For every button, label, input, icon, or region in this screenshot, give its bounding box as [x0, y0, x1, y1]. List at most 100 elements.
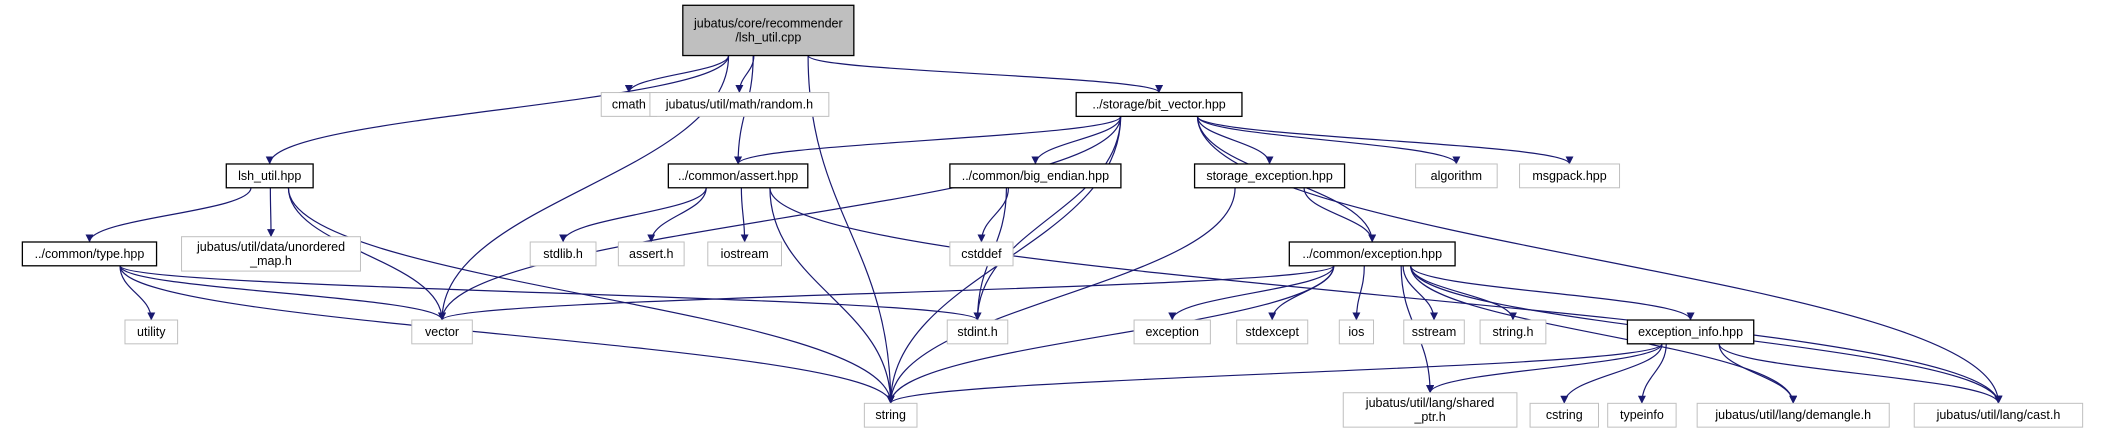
node-vector: vector: [411, 319, 473, 345]
node-label: jubatus/util/lang/cast.h: [1936, 408, 2061, 422]
node-box: [682, 4, 855, 57]
node-label: ../common/assert.hpp: [678, 169, 798, 183]
node-label: jubatus/util/math/random.h: [665, 97, 813, 111]
node-label: _ptr.h: [1413, 410, 1445, 424]
edge-exchpp-to-string: [886, 265, 1335, 404]
node-algorithm: algorithm: [1415, 163, 1498, 189]
node-label: vector: [425, 325, 459, 339]
node-box: [707, 241, 782, 267]
node-root: jubatus/core/recommender/lsh_util.cpp: [682, 4, 855, 57]
edge-typehpp-to-string: [119, 265, 895, 404]
node-label: algorithm: [1431, 169, 1482, 183]
edge-bitvec-to-msgpack: [1196, 115, 1574, 165]
edge-typehpp-to-stdint: [119, 265, 982, 321]
node-label: exception: [1145, 325, 1199, 339]
node-bitvec: ../storage/bit_vector.hpp: [1075, 91, 1243, 118]
node-label: ../storage/bit_vector.hpp: [1092, 97, 1225, 111]
node-label: cmath: [612, 97, 646, 111]
node-layer: jubatus/core/recommender/lsh_util.cppcma…: [21, 4, 2084, 428]
node-label: ios: [1348, 325, 1364, 339]
edge-storexc-to-string: [886, 187, 1236, 404]
node-box: [1288, 241, 1456, 267]
node-asserth: assert.h: [617, 241, 685, 267]
edge-typehpp-to-vector: [119, 265, 446, 321]
node-label: _map.h: [249, 254, 292, 268]
edge-bitvec-to-vector: [438, 116, 1122, 321]
node-box: [1338, 319, 1375, 345]
node-label: sstream: [1412, 325, 1456, 339]
node-label: iostream: [721, 247, 769, 261]
edge-bitvec-to-storexc: [1196, 116, 1274, 165]
node-box: [1075, 91, 1243, 118]
edge-lshhpp-to-string: [287, 187, 895, 404]
node-utility: utility: [124, 319, 179, 345]
node-sstream: sstream: [1403, 319, 1465, 345]
node-box: [946, 319, 1009, 345]
node-box: [863, 402, 918, 428]
edge-bitvec-to-assert-hpp: [734, 115, 1122, 165]
node-label: stdexcept: [1245, 325, 1299, 339]
node-bigendian: ../common/big_endian.hpp: [949, 163, 1122, 189]
node-label: jubatus/util/lang/shared: [1365, 396, 1495, 410]
node-demangle: jubatus/util/lang/demangle.h: [1696, 402, 1890, 428]
node-assert-hpp: ../common/assert.hpp: [667, 163, 809, 189]
edge-excinfo-to-demangle: [1718, 343, 1798, 404]
node-box: [1403, 319, 1465, 345]
node-storexc: storage_exception.hpp: [1193, 163, 1346, 189]
node-label: /lsh_util.cpp: [735, 30, 801, 44]
node-exchpp: ../common/exception.hpp: [1288, 241, 1456, 267]
edge-root-to-lshhpp: [265, 55, 730, 165]
node-label: cstddef: [961, 247, 1002, 261]
edge-assert-hpp-to-stdlib: [559, 187, 707, 243]
edge-root-to-random: [735, 55, 755, 93]
edge-exchpp-to-demangle: [1410, 265, 1798, 404]
node-stdint: stdint.h: [946, 319, 1009, 345]
edge-excinfo-to-cstring: [1560, 343, 1663, 404]
node-stringh: string.h: [1479, 319, 1547, 345]
edge-root-to-bitvec: [807, 54, 1163, 94]
node-box: [1236, 319, 1309, 345]
node-box: [1529, 402, 1599, 428]
node-box: [1342, 392, 1518, 428]
edge-exchpp-to-exception: [1168, 265, 1335, 321]
node-box: [529, 241, 597, 267]
edge-bitvec-to-algorithm: [1196, 116, 1461, 165]
node-box: [667, 163, 809, 189]
node-typeinfo: typeinfo: [1607, 402, 1677, 428]
edge-storexc-to-exchpp: [1303, 187, 1377, 243]
node-label: stdlib.h: [543, 247, 583, 261]
node-box: [411, 319, 473, 345]
node-box: [124, 319, 179, 345]
edge-bitvec-to-stdint: [973, 116, 1122, 321]
node-box: [21, 241, 158, 267]
node-label: string.h: [1492, 325, 1533, 339]
node-lshhpp: lsh_util.hpp: [225, 163, 314, 189]
node-label: utility: [137, 325, 166, 339]
node-typehpp: ../common/type.hpp: [21, 241, 158, 267]
edge-layer: [85, 54, 2003, 404]
edge-exchpp-to-vector: [438, 265, 1335, 321]
edge-excinfo-to-sharedptr: [1426, 343, 1663, 394]
edge-assert-hpp-to-iostream: [740, 187, 749, 243]
node-label: ../common/type.hpp: [35, 247, 145, 261]
edge-lshhpp-to-typehpp: [85, 187, 252, 243]
node-stdexcept: stdexcept: [1236, 319, 1309, 345]
node-label: jubatus/util/lang/demangle.h: [1714, 408, 1871, 422]
edge-bigendian-to-cstddef: [977, 187, 1010, 243]
node-box: [181, 236, 361, 272]
node-msgpack: msgpack.hpp: [1519, 163, 1621, 189]
node-cmath: cmath: [600, 92, 657, 117]
node-label: ../common/exception.hpp: [1302, 247, 1442, 261]
node-box: [1607, 402, 1677, 428]
node-label: ../common/big_endian.hpp: [962, 169, 1109, 183]
node-excinfo: exception_info.hpp: [1626, 319, 1755, 345]
node-stdlib: stdlib.h: [529, 241, 597, 267]
edge-typehpp-to-utility: [119, 265, 156, 321]
edge-assert-hpp-to-string: [769, 187, 895, 404]
node-unordmap: jubatus/util/data/unordered_map.h: [181, 236, 361, 272]
node-label: cstring: [1546, 408, 1583, 422]
node-box: [949, 241, 1014, 267]
node-box: [1913, 402, 2084, 428]
node-box: [1133, 319, 1211, 345]
